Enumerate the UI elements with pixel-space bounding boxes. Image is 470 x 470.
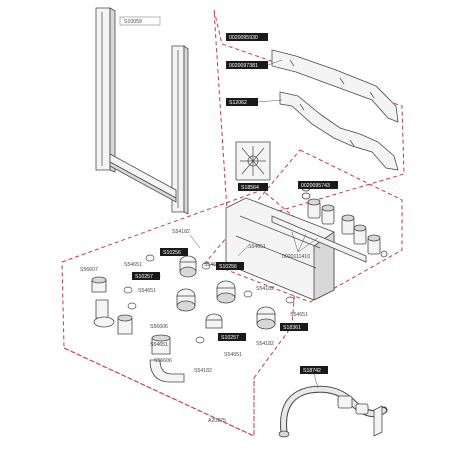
upper-bracket [271, 49, 399, 123]
label-a15: S54651 [150, 342, 168, 348]
label-a4: S10256 [216, 262, 244, 270]
label-a10: S54651 [290, 312, 308, 318]
label-a9: S54182 [256, 286, 274, 292]
label-left-ref: S56607 [80, 267, 98, 273]
svg-text:S18564: S18564 [241, 185, 259, 191]
svg-text:S10256: S10256 [163, 250, 181, 256]
svg-text:0020095930: 0020095930 [229, 35, 258, 41]
pipe-nipples [307, 198, 388, 258]
label-bracket-upper: 0020097381 [226, 61, 268, 69]
svg-text:S10257: S10257 [135, 274, 153, 280]
label-base-ref: A20225 [208, 418, 226, 424]
svg-text:S54182: S54182 [194, 368, 212, 374]
label-grid: S18564 [238, 183, 268, 191]
svg-text:S18361: S18361 [283, 325, 301, 331]
svg-text:S10059: S10059 [124, 19, 142, 25]
label-bracket-lower: S12062 [226, 98, 258, 106]
svg-text:S54651: S54651 [124, 262, 142, 268]
label-a2: S10256 [160, 248, 188, 256]
label-nipples: 0020095743 [298, 181, 338, 189]
svg-text:S54651: S54651 [224, 352, 242, 358]
svg-text:A20225: A20225 [208, 418, 226, 424]
label-a7: S10257 [132, 272, 160, 280]
label-a13: S54182 [256, 341, 274, 347]
left-fittings [91, 276, 185, 383]
svg-text:S54651: S54651 [138, 288, 156, 294]
label-a6: S54651 [204, 262, 222, 268]
lower-bracket [279, 91, 399, 171]
valve-row [145, 254, 295, 344]
svg-text:S56606: S56606 [150, 324, 168, 330]
label-a11: S56606 [150, 324, 168, 330]
label-a12: S10257 [218, 333, 246, 341]
label-a16: S56606 [154, 358, 172, 364]
middle-assembly-outline [205, 149, 403, 303]
grid-plate [235, 141, 271, 181]
label-frame: S10059 [119, 16, 161, 26]
svg-text:0020111410: 0020111410 [282, 254, 310, 260]
svg-text:S10257: S10257 [221, 335, 239, 341]
svg-text:S54651: S54651 [290, 312, 308, 318]
svg-text:S54182: S54182 [172, 229, 190, 235]
svg-text:0020095743: 0020095743 [301, 183, 330, 189]
svg-text:S12062: S12062 [229, 100, 247, 106]
label-top-ref: 0020095930 [226, 33, 268, 41]
svg-text:S56606: S56606 [154, 358, 172, 364]
manifold-block [225, 197, 367, 301]
svg-text:S10256: S10256 [219, 264, 237, 270]
base-outline [63, 347, 255, 437]
label-a1: S54182 [172, 229, 190, 235]
svg-text:S54182: S54182 [256, 341, 274, 347]
label-a14: S18361 [280, 323, 308, 331]
label-a8: S54651 [138, 288, 156, 294]
label-manifold: 0020111410 [282, 254, 310, 260]
lower-assembly-outline [61, 189, 301, 437]
label-a5: S54651 [124, 262, 142, 268]
svg-text:S18742: S18742 [303, 368, 321, 374]
svg-text:S56607: S56607 [80, 267, 98, 273]
svg-text:S54651: S54651 [204, 262, 222, 268]
flexible-hose [278, 385, 388, 438]
svg-text:S54651: S54651 [150, 342, 168, 348]
svg-text:S54182: S54182 [256, 286, 274, 292]
label-a3: S54651 [248, 244, 266, 250]
label-a17: S54651 [224, 352, 242, 358]
svg-text:S54651: S54651 [248, 244, 266, 250]
boiler-frame [95, 7, 189, 215]
label-hose: S18742 [300, 366, 328, 374]
upper-assembly-outline [213, 9, 405, 227]
svg-text:0020097381: 0020097381 [229, 63, 258, 69]
label-a18: S54182 [194, 368, 212, 374]
